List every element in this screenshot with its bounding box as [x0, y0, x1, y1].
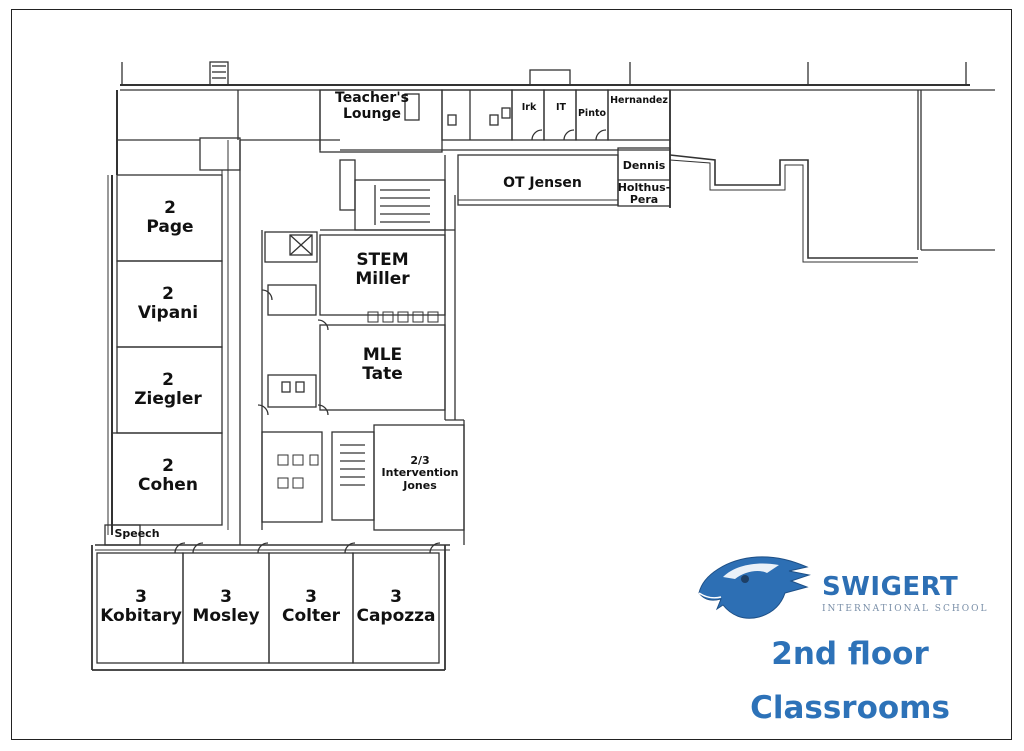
room-teachers-lounge: Teacher's Lounge [320, 90, 424, 122]
room-kobitary-grade: 3 [135, 587, 147, 607]
room-teachers-lounge-line1: Teacher's [335, 90, 409, 106]
room-intervention: 2/3 Intervention Jones [372, 454, 468, 492]
room-kobitary-teacher: Kobitary [100, 606, 182, 627]
school-name: SWIGERT [822, 572, 959, 602]
room-page-teacher: Page [146, 217, 194, 238]
room-ot: OT Jensen [503, 175, 582, 191]
room-cohen: 2 Cohen [128, 456, 208, 496]
room-ziegler: 2 Ziegler [128, 370, 208, 410]
room-capozza-grade: 3 [390, 587, 402, 607]
room-capozza-teacher: Capozza [356, 606, 436, 627]
room-cohen-grade: 2 [162, 456, 174, 476]
room-intervention-line1: 2/3 [410, 454, 430, 467]
room-mosley: 3 Mosley [184, 587, 268, 627]
room-ziegler-grade: 2 [162, 370, 174, 390]
room-colter-teacher: Colter [281, 606, 341, 627]
school-subtitle: INTERNATIONAL SCHOOL [822, 604, 989, 614]
room-cohen-teacher: Cohen [138, 475, 198, 496]
room-colter-grade: 3 [305, 587, 317, 607]
room-colter: 3 Colter [270, 587, 352, 627]
room-speech: Speech [114, 527, 160, 540]
eagle-head-icon [698, 556, 811, 619]
room-stem-line2: Miller [355, 269, 410, 290]
room-kobitary: 3 Kobitary [98, 587, 184, 627]
room-holthus-pera: Holthus- Pera [612, 181, 676, 207]
room-hernandez: Hernandez [610, 95, 668, 106]
room-mle-line1: MLE [362, 345, 403, 365]
room-mle: MLE Tate [335, 345, 430, 385]
room-holthus-line2: Pera [629, 193, 659, 207]
room-ziegler-teacher: Ziegler [134, 389, 202, 410]
room-holthus-line1: Holthus- [617, 181, 671, 194]
room-pinto: Pinto [577, 108, 607, 119]
room-intervention-line3: Jones [403, 478, 437, 492]
room-vipani-teacher: Vipani [137, 303, 199, 324]
room-irk: Irk [521, 102, 537, 113]
room-stem: STEM Miller [335, 250, 430, 290]
room-dennis: Dennis [622, 159, 666, 172]
map-frame [11, 9, 1012, 740]
map-title-line1: 2nd floor [771, 636, 929, 672]
room-stem-line1: STEM [356, 250, 409, 270]
room-teachers-lounge-line2: Lounge [343, 105, 401, 122]
room-intervention-line2: Intervention [381, 466, 459, 480]
map-title-line2: Classrooms [750, 690, 950, 726]
room-vipani: 2 Vipani [128, 284, 208, 324]
room-it: IT [555, 102, 566, 113]
room-capozza: 3 Capozza [353, 587, 439, 627]
room-page-grade: 2 [164, 198, 176, 218]
room-mosley-grade: 3 [220, 587, 232, 607]
room-mle-line2: Tate [362, 364, 403, 385]
room-vipani-grade: 2 [162, 284, 174, 304]
room-page: 2 Page [130, 198, 210, 238]
room-mosley-teacher: Mosley [192, 606, 260, 627]
